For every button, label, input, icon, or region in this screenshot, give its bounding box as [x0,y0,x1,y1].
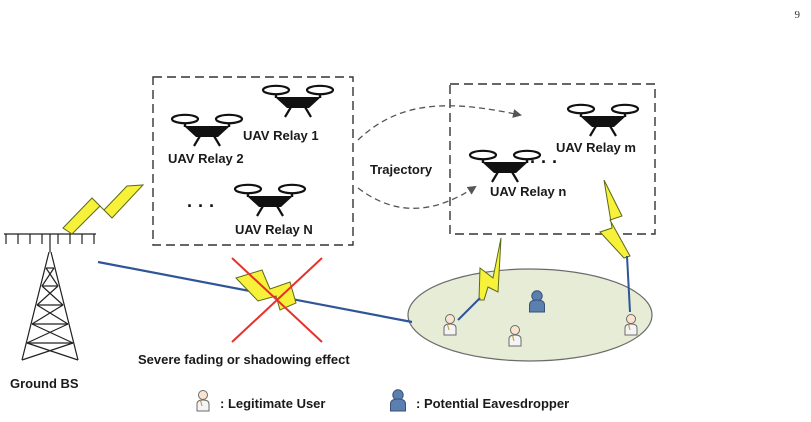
label-uav-relay-n: UAV Relay n [490,184,566,199]
legend-legitimate-user-icon [196,389,210,412]
relay-m-lightning [599,179,631,259]
page-number: 9 [795,9,801,21]
label-fading: Severe fading or shadowing effect [138,352,350,367]
relay-ellipsis-left: · · · [187,196,215,216]
blocked-link-cross-b [231,257,323,343]
legitimate-user-icon [443,313,457,336]
uav-relay-2-drone-icon [170,113,244,148]
legend-eavesdropper-label: : Potential Eavesdropper [416,396,569,411]
relay-ellipsis-right: · · · [530,152,558,172]
uav-group-box-left [152,76,354,246]
trajectory-arrow-upper [357,105,522,141]
legend-eavesdropper-icon [390,389,406,412]
label-trajectory: Trajectory [370,162,433,177]
legitimate-user-icon [508,324,522,347]
label-uav-relay-m: UAV Relay m [556,140,636,155]
trajectory-arrow-lower [357,185,477,209]
uav-relay-1-drone-icon [261,84,335,119]
eavesdropper-icon [529,290,545,313]
label-uav-relay-N: UAV Relay N [235,222,313,237]
label-uav-relay-2: UAV Relay 2 [168,151,244,166]
relay-m-link-line [626,255,631,313]
uav-relay-N-drone-icon [233,183,307,218]
ground-bs-tower [4,233,96,361]
relay-n-link-line [457,297,481,321]
legend-legitimate-user-label: : Legitimate User [220,396,325,411]
label-uav-relay-1: UAV Relay 1 [243,128,319,143]
bs-uav-lightning [62,184,145,235]
legitimate-user-icon [624,313,638,336]
relay-n-lightning [478,237,502,301]
uav-group-box-right [449,83,656,235]
label-ground-bs: Ground BS [10,376,79,391]
ground-user-area [407,268,653,362]
uav-relay-m-drone-icon [566,103,640,138]
